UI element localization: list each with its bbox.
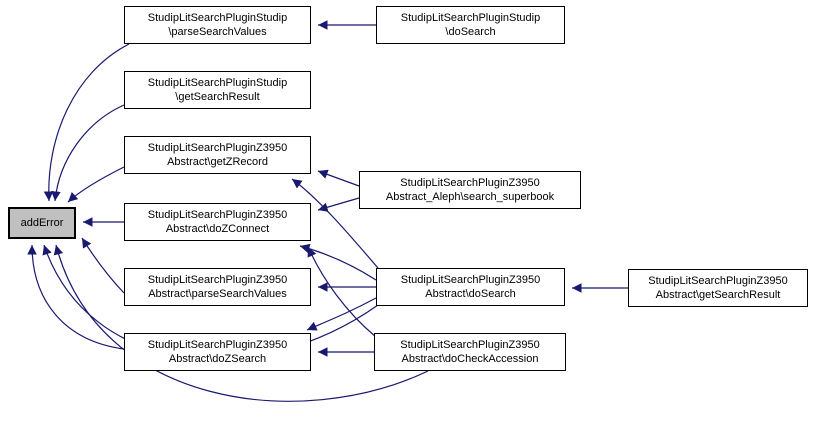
node-label-line1: StudipLitSearchPluginStudip — [400, 12, 541, 24]
node-label-line2: Abstract\parseSearchValues — [148, 288, 287, 300]
node-label-line2: Abstract\doZConnect — [165, 223, 270, 235]
node-label-line1: StudipLitSearchPluginZ3950 — [147, 339, 288, 351]
node-label-line1: StudipLitSearchPluginZ3950 — [400, 339, 540, 351]
node-label-line1: StudipLitSearchPluginZ3950 — [648, 275, 788, 287]
node-label-line2: Abstract\getZRecord — [167, 156, 268, 168]
node-label-line2: \parseSearchValues — [168, 26, 267, 38]
edge-studip-parsesearchvalues-to-adderror — [43, 43, 130, 202]
edge-getzrecord-to-adderror — [67, 166, 125, 203]
node-adderror-label: addError — [20, 217, 64, 229]
node-studip-getsearchresult[interactable]: StudipLitSearchPluginStudip \getSearchRe… — [124, 71, 311, 109]
edge-parsesearchvalues-to-adderror — [81, 237, 125, 294]
node-getzrecord[interactable]: StudipLitSearchPluginZ3950 Abstract\getZ… — [124, 136, 311, 174]
node-label-line1: StudipLitSearchPluginStudip — [147, 77, 288, 89]
edge-docheckaccession-to-dozconnect — [307, 246, 377, 338]
node-dozconnect[interactable]: StudipLitSearchPluginZ3950 Abstract\doZC… — [124, 203, 311, 241]
edge-search-superbook-to-getzrecord — [317, 169, 360, 187]
node-label-line1: StudipLitSearchPluginZ3950 — [147, 274, 288, 286]
edge-dozsearch-to-adderror — [27, 244, 125, 350]
node-label-line1: StudipLitSearchPluginZ3950 — [400, 177, 540, 189]
edge-dosearch-to-dozconnect — [299, 243, 377, 281]
edge-dosearch-to-dozsearch — [306, 297, 377, 331]
node-adderror: addError — [8, 207, 76, 239]
edge-studip-getsearchresult-to-adderror — [51, 104, 125, 202]
node-z3950-dosearch[interactable]: StudipLitSearchPluginZ3950 Abstract\doSe… — [376, 268, 565, 306]
node-studip-parsesearchvalues[interactable]: StudipLitSearchPluginStudip \parseSearch… — [124, 6, 311, 44]
node-label-line2: Abstract_Aleph\search_superbook — [385, 191, 555, 203]
node-label-line1: StudipLitSearchPluginZ3950 — [400, 274, 541, 286]
node-label-line1: StudipLitSearchPluginStudip — [147, 12, 288, 24]
node-label-line2: Abstract\doZSearch — [168, 353, 267, 365]
node-search-superbook[interactable]: StudipLitSearchPluginZ3950 Abstract_Alep… — [359, 171, 581, 209]
node-label-line2: Abstract\doSearch — [425, 288, 516, 300]
node-label-line2: Abstract\doCheckAccession — [401, 353, 539, 365]
node-label-line2: \getSearchResult — [175, 91, 260, 103]
node-docheckaccession[interactable]: StudipLitSearchPluginZ3950 Abstract\doCh… — [374, 333, 566, 371]
edge-search-superbook-to-dozconnect — [317, 197, 360, 212]
node-label-line1: StudipLitSearchPluginZ3950 — [147, 209, 288, 221]
node-label-line2: Abstract\getSearchResult — [655, 289, 781, 301]
node-studip-dosearch[interactable]: StudipLitSearchPluginStudip \doSearch — [376, 6, 565, 44]
node-label-line2: \doSearch — [445, 26, 496, 38]
node-label-line1: StudipLitSearchPluginZ3950 — [147, 142, 288, 154]
node-z3950-getsearchresult[interactable]: StudipLitSearchPluginZ3950 Abstract\getS… — [628, 269, 808, 307]
node-dozsearch[interactable]: StudipLitSearchPluginZ3950 Abstract\doZS… — [124, 333, 311, 371]
node-z3950-parsesearchvalues[interactable]: StudipLitSearchPluginZ3950 Abstract\pars… — [124, 268, 311, 306]
